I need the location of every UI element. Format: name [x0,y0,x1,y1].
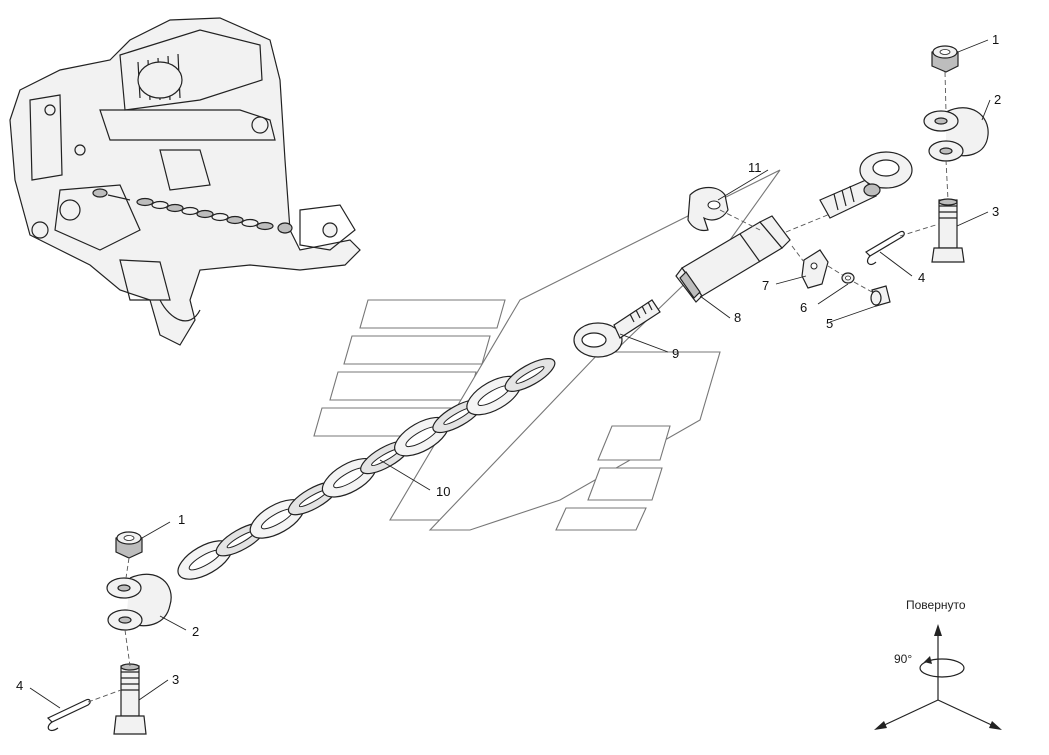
chain-link-opening [515,366,545,384]
orientation-arrow-left-icon [874,721,887,730]
callout-6: 6 [800,300,807,315]
assembly-axes [87,71,949,703]
callout-2-bottom: 2 [192,624,199,639]
hook-bracket-part-11 [687,186,729,232]
callout-3-top: 3 [992,204,999,219]
callout-7: 7 [762,278,769,293]
adjuster-sleeve-part-8 [675,215,791,303]
callout-4-top: 4 [918,270,925,285]
chain-part-10 [177,358,556,580]
callout-1-top: 1 [992,32,999,47]
callout-10: 10 [436,484,450,499]
callout-5: 5 [826,316,833,331]
nut-part-1-bottom [115,531,143,559]
callout-1-bottom: 1 [178,512,185,527]
eye-bolt-part-9 [573,299,661,358]
callout-9: 9 [672,346,679,361]
lock-plate-part-7 [801,249,829,289]
callout-4-bottom: 4 [16,678,23,693]
callout-2-top: 2 [994,92,1001,107]
linch-pin-part-4-top [865,230,905,266]
orientation-label: Повернуто [906,598,966,612]
pin-part-3-bottom [113,663,147,735]
callout-11: 11 [748,160,762,175]
shackle-part-2-bottom [106,573,172,631]
watermark-logo [313,169,781,531]
leader-lines [29,39,991,709]
callout-8: 8 [734,310,741,325]
eye-bolt-top [819,151,913,219]
shackle-part-2-top [923,107,989,162]
orientation-axis-left [877,699,939,729]
orientation-angle: 90° [894,652,912,666]
callout-3-bottom: 3 [172,672,179,687]
orientation-indicator: Повернуто 90° [874,598,1002,730]
tractor-hitch-overview [9,17,361,346]
orientation-arrow-up-icon [934,624,942,636]
callout-labels: 1 2 3 4 5 6 7 8 9 10 11 1 2 3 4 [16,32,1001,693]
bolt-part-5 [870,285,891,307]
washer-part-6 [841,272,855,284]
orientation-arrow-right-icon [989,721,1002,730]
rotation-arrowhead-icon [924,656,932,664]
nut-part-1-top [931,45,959,73]
pin-part-3-top [931,198,965,263]
overview-chain [92,188,293,234]
rotation-arc-icon [919,658,965,678]
orientation-axis-right [937,699,999,729]
